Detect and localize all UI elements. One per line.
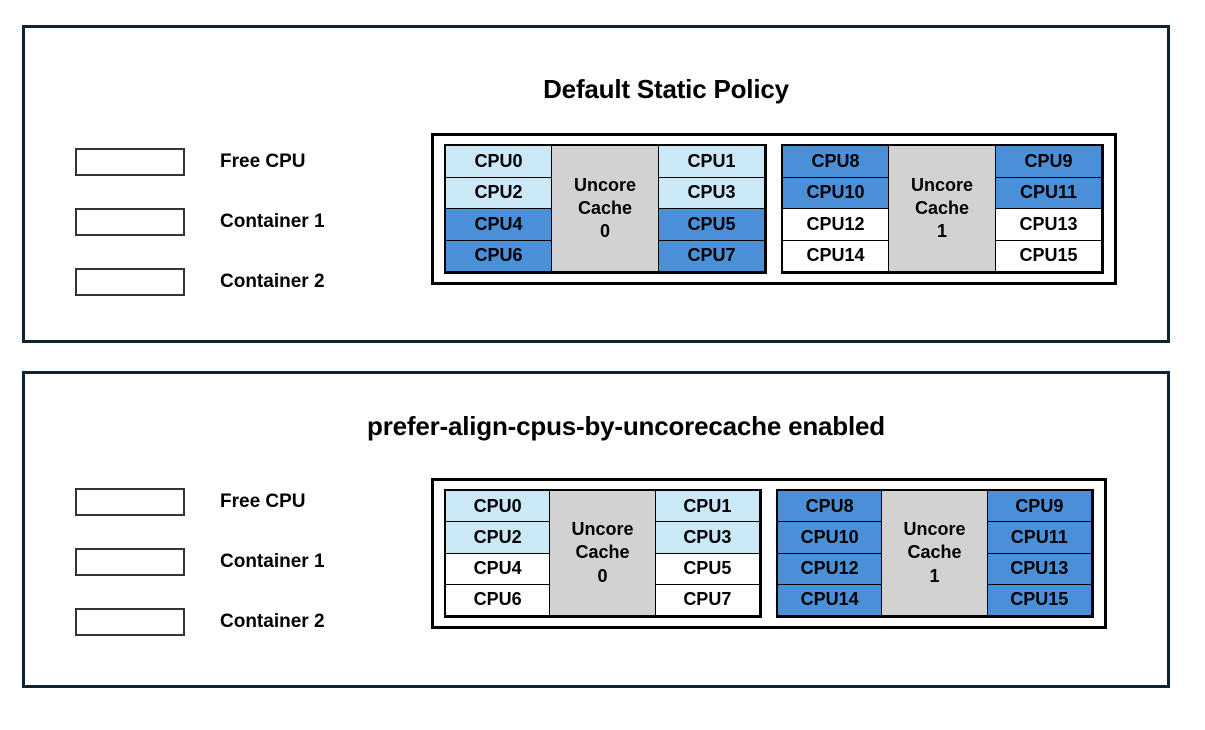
- legend-swatch-container-2: [75, 608, 185, 636]
- cpu-cell: CPU11: [986, 521, 1092, 554]
- uncore-cache-index: 1: [929, 565, 940, 586]
- cpu-column-left: CPU0 CPU2 CPU4 CPU6: [445, 145, 552, 272]
- cpu-topology-diagram: CPU0 CPU2 CPU4 CPU6 Uncore Cache 0 CPU1 …: [431, 133, 1117, 285]
- cpu-column-right: CPU1 CPU3 CPU5 CPU7: [654, 490, 760, 616]
- cpu-cell: CPU1: [658, 145, 765, 178]
- uncore-cache-label: Uncore: [910, 174, 973, 195]
- uncore-cache-index: 0: [597, 565, 608, 586]
- legend-label: Free CPU: [220, 491, 306, 512]
- legend-label: Container 2: [220, 271, 325, 292]
- legend-item: Free CPU: [75, 132, 325, 192]
- cpu-cell: CPU10: [777, 521, 883, 554]
- legend-swatch-container-1: [75, 548, 185, 576]
- cpu-cell: CPU4: [445, 552, 551, 585]
- legend-item: Container 1: [75, 532, 325, 592]
- cpu-cell: CPU9: [995, 145, 1102, 178]
- cpu-column-right: CPU9 CPU11 CPU13 CPU15: [986, 490, 1092, 616]
- uncore-cache-label: Cache: [914, 197, 970, 218]
- cpu-cell: CPU8: [777, 490, 883, 523]
- cpu-cell: CPU1: [654, 490, 760, 523]
- cpu-cell: CPU5: [658, 208, 765, 241]
- cpu-cell: CPU3: [654, 521, 760, 554]
- cpu-cell: CPU9: [986, 490, 1092, 523]
- group-divider: [762, 489, 776, 618]
- cpu-column-left: CPU8 CPU10 CPU12 CPU14: [782, 145, 889, 272]
- cpu-cell: CPU15: [995, 239, 1102, 272]
- legend-item: Container 2: [75, 592, 325, 652]
- cpu-cell: CPU7: [654, 583, 760, 616]
- legend-label: Container 1: [220, 211, 325, 232]
- cpu-cell: CPU15: [986, 583, 1092, 616]
- uncore-cache-box: Uncore Cache 0: [551, 145, 659, 272]
- uncore-cache-label: Cache: [577, 197, 633, 218]
- page-title: prefer-align-cpus-by-uncorecache enabled: [367, 411, 885, 441]
- uncore-cache-index: 1: [936, 221, 947, 242]
- cpu-column-right: CPU1 CPU3 CPU5 CPU7: [658, 145, 765, 272]
- cpu-cell: CPU10: [782, 176, 889, 209]
- cpu-cell: CPU5: [654, 552, 760, 585]
- uncore-group-1: CPU8 CPU10 CPU12 CPU14 Uncore Cache 1 CP…: [781, 144, 1104, 274]
- cpu-cell: CPU0: [445, 145, 552, 178]
- diagram-panel-prefer-align-cpus-by-uncorecache: prefer-align-cpus-by-uncorecache enabled…: [22, 371, 1170, 688]
- uncore-cache-label: Cache: [907, 542, 962, 563]
- uncore-cache-label: Uncore: [903, 519, 966, 540]
- cpu-cell: CPU7: [658, 239, 765, 272]
- cpu-cell: CPU13: [986, 552, 1092, 585]
- legend: Free CPU Container 1 Container 2: [75, 472, 325, 652]
- cpu-cell: CPU14: [777, 583, 883, 616]
- legend-swatch-container-2: [75, 268, 185, 296]
- legend-label: Free CPU: [220, 151, 306, 172]
- cpu-cell: CPU12: [777, 552, 883, 585]
- uncore-group-1: CPU8 CPU10 CPU12 CPU14 Uncore Cache 1 CP…: [776, 489, 1094, 618]
- cpu-cell: CPU2: [445, 176, 552, 209]
- cpu-cell: CPU0: [445, 490, 551, 523]
- cpu-column-right: CPU9 CPU11 CPU13 CPU15: [995, 145, 1102, 272]
- cpu-cell: CPU6: [445, 239, 552, 272]
- cpu-topology-diagram: CPU0 CPU2 CPU4 CPU6 Uncore Cache 0 CPU1 …: [431, 478, 1107, 629]
- legend-label: Container 2: [220, 611, 325, 632]
- uncore-cache-box: Uncore Cache 0: [549, 490, 656, 616]
- uncore-cache-box: Uncore Cache 1: [881, 490, 988, 616]
- uncore-group-0: CPU0 CPU2 CPU4 CPU6 Uncore Cache 0 CPU1 …: [444, 489, 762, 618]
- cpu-cell: CPU3: [658, 176, 765, 209]
- cpu-cell: CPU4: [445, 208, 552, 241]
- cpu-cell: CPU8: [782, 145, 889, 178]
- group-divider: [767, 144, 781, 274]
- cpu-cell: CPU11: [995, 176, 1102, 209]
- cpu-column-left: CPU0 CPU2 CPU4 CPU6: [445, 490, 551, 616]
- uncore-cache-label: Uncore: [573, 174, 636, 195]
- legend-item: Container 2: [75, 252, 325, 312]
- legend-label: Container 1: [220, 551, 325, 572]
- legend-swatch-free-cpu: [75, 488, 185, 516]
- legend: Free CPU Container 1 Container 2: [75, 132, 325, 312]
- cpu-cell: CPU12: [782, 208, 889, 241]
- page-title: Default Static Policy: [543, 74, 789, 104]
- uncore-cache-label: Uncore: [571, 519, 634, 540]
- diagram-panel-default-static-policy: Default Static Policy Free CPU Container…: [22, 25, 1170, 343]
- legend-item: Container 1: [75, 192, 325, 252]
- uncore-cache-label: Cache: [575, 542, 630, 563]
- cpu-cell: CPU14: [782, 239, 889, 272]
- legend-swatch-free-cpu: [75, 148, 185, 176]
- cpu-cell: CPU13: [995, 208, 1102, 241]
- legend-item: Free CPU: [75, 472, 325, 532]
- legend-swatch-container-1: [75, 208, 185, 236]
- cpu-cell: CPU6: [445, 583, 551, 616]
- cpu-cell: CPU2: [445, 521, 551, 554]
- cpu-column-left: CPU8 CPU10 CPU12 CPU14: [777, 490, 883, 616]
- uncore-group-0: CPU0 CPU2 CPU4 CPU6 Uncore Cache 0 CPU1 …: [444, 144, 767, 274]
- uncore-cache-index: 0: [599, 221, 610, 242]
- uncore-cache-box: Uncore Cache 1: [888, 145, 996, 272]
